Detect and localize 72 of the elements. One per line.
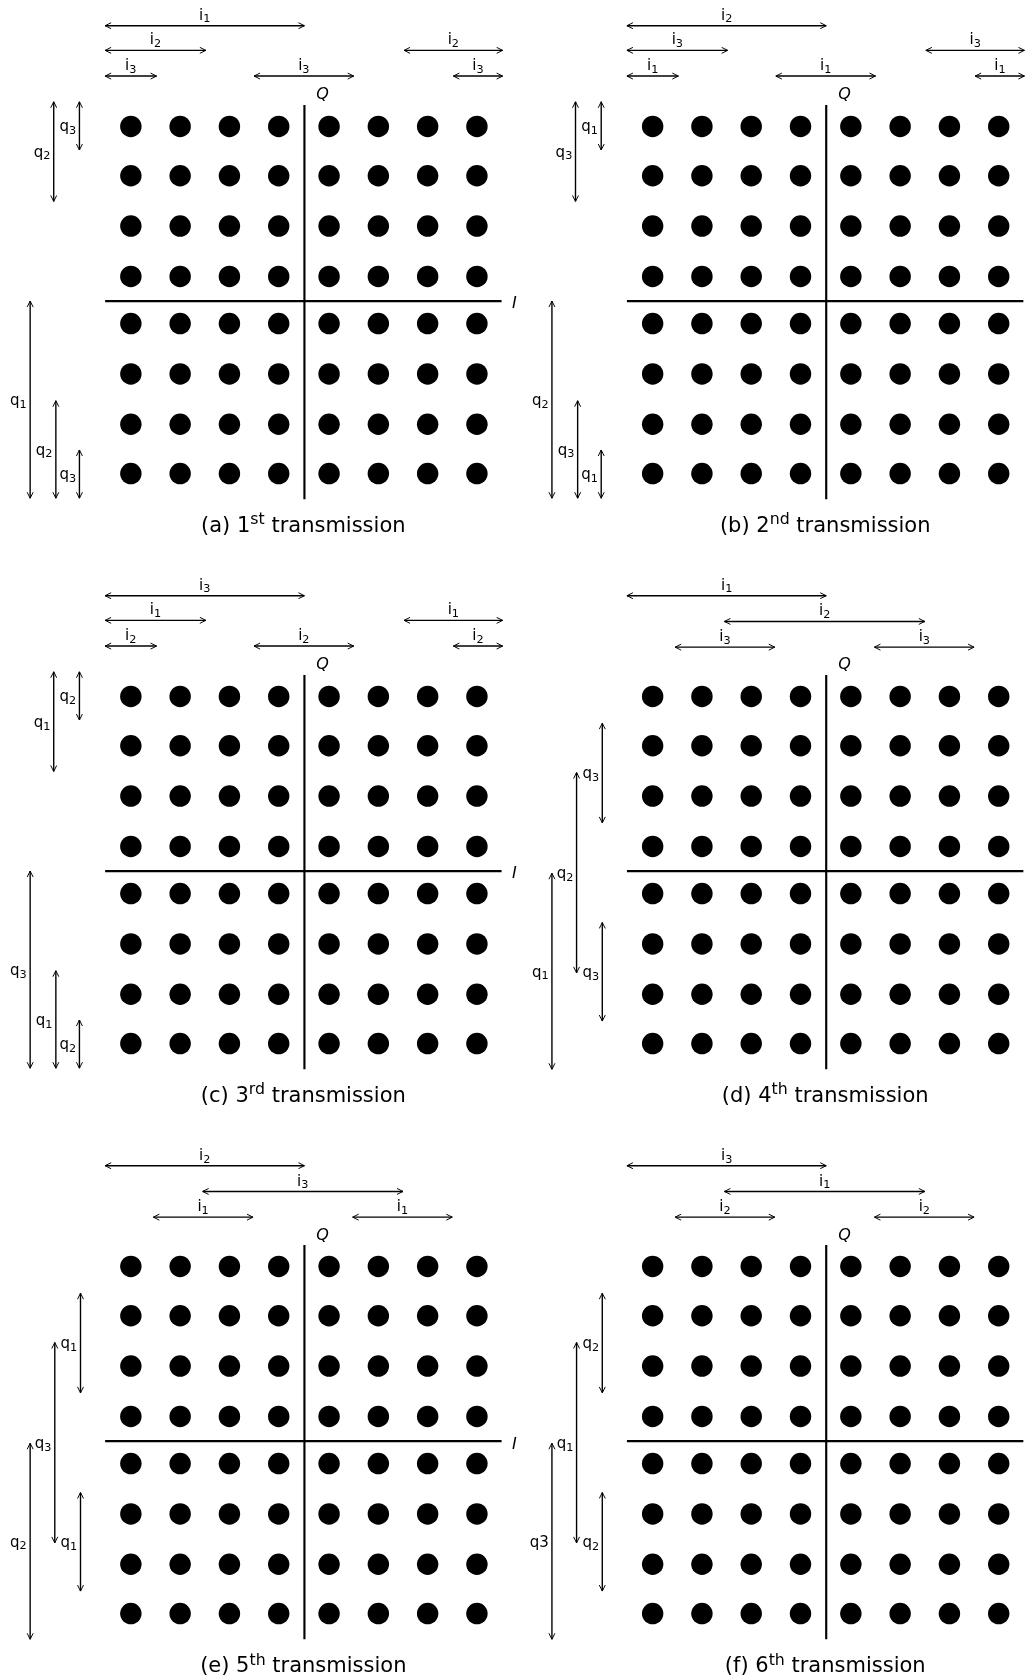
dimension-label: q3 bbox=[529, 1534, 549, 1550]
subfigure-caption: (f) 6$^{th}$ transmission bbox=[724, 1654, 926, 1676]
dimension-label: i$_{2}$ bbox=[819, 603, 831, 619]
dimension-label: i$_{2}$ bbox=[472, 628, 484, 644]
dimension-label: i$_{3}$ bbox=[671, 32, 683, 48]
dimension-label: q$_{2}$ bbox=[10, 1534, 27, 1550]
axis-label: I bbox=[512, 1435, 517, 1452]
dimension-label: i$_{3}$ bbox=[918, 629, 931, 645]
dimension-label: q$_{3}$ bbox=[34, 1435, 52, 1451]
axis-label: I bbox=[512, 865, 517, 882]
dimension-label: q$_{1}$ bbox=[60, 1335, 78, 1351]
dimension-label: i$_{2}$ bbox=[719, 1199, 731, 1215]
axis-label: Q bbox=[316, 1226, 329, 1243]
dimension-label: q$_{2}$ bbox=[582, 1335, 600, 1351]
dimension-label: q$_{3}$ bbox=[555, 144, 573, 160]
dimension-label: i$_{3}$ bbox=[472, 57, 484, 73]
dimension-label: i$_{3}$ bbox=[719, 629, 731, 645]
dimension-label: i$_{3}$ bbox=[969, 32, 981, 48]
subfigure-caption: (e) 5$^{th}$ transmission bbox=[200, 1654, 407, 1676]
dimension-label: q$_{2}$ bbox=[582, 1534, 600, 1550]
dimension-label: q$_{3}$ bbox=[582, 964, 600, 980]
dimension-label: q$_{1}$ bbox=[35, 1012, 53, 1028]
axis-label: Q bbox=[316, 656, 329, 673]
dimension-label: i$_{1}$ bbox=[819, 1173, 831, 1189]
subfigure-caption: (d) 4$^{th}$ transmission bbox=[721, 1084, 929, 1106]
dimension-label: q$_{1}$ bbox=[556, 1435, 574, 1451]
dimension-label: i$_{1}$ bbox=[197, 1199, 209, 1215]
dimension-label: q$_{1}$ bbox=[33, 714, 51, 730]
dimension-label: q$_{1}$ bbox=[581, 466, 598, 482]
dimension-label: q$_{1}$ bbox=[581, 118, 598, 134]
dimension-label: i$_{2}$ bbox=[298, 628, 310, 644]
dimension-label: i$_{3}$ bbox=[720, 1147, 733, 1163]
dimension-label: i$_{2}$ bbox=[447, 32, 459, 48]
dimension-label: q$_{2}$ bbox=[59, 688, 77, 704]
dimension-label: q$_{2}$ bbox=[59, 1036, 77, 1052]
dimension-label: q$_{3}$ bbox=[582, 765, 600, 781]
dimension-label: q$_{2}$ bbox=[33, 144, 51, 160]
dimension-label: q$_{1}$ bbox=[532, 964, 549, 979]
subfigure-caption: (a) 1$^{st}$ transmission bbox=[201, 514, 406, 536]
subfigure-caption: (b) 2$^{nd}$ transmission bbox=[719, 514, 931, 536]
dimension-label: i$_{3}$ bbox=[297, 1173, 309, 1189]
axis-label: Q bbox=[838, 86, 851, 103]
dimension-label: i$_{1}$ bbox=[447, 602, 459, 618]
dimension-label: i$_{3}$ bbox=[199, 577, 211, 593]
axis-label: Q bbox=[316, 86, 329, 103]
dimension-label: q$_{2}$ bbox=[532, 392, 549, 408]
dimension-label: q$_{1}$ bbox=[10, 392, 27, 408]
dimension-label: q$_{3}$ bbox=[59, 466, 77, 482]
dimension-label: i$_{2}$ bbox=[125, 628, 137, 644]
dimension-label: i$_{2}$ bbox=[918, 1199, 931, 1215]
subfigure-caption: (c) 3$^{rd}$ transmission bbox=[200, 1084, 406, 1106]
axis-label: I bbox=[512, 295, 517, 312]
dimension-label: i$_{1}$ bbox=[994, 57, 1006, 73]
dimension-label: i$_{3}$ bbox=[125, 57, 137, 73]
dimension-label: q$_{3}$ bbox=[59, 118, 77, 134]
dimension-label: i$_{1}$ bbox=[149, 602, 162, 618]
dimension-label: q$_{2}$ bbox=[556, 865, 574, 881]
dimension-label: i$_{1}$ bbox=[647, 57, 659, 73]
dimension-label: i$_{2}$ bbox=[720, 7, 733, 23]
dimension-label: q$_{3}$ bbox=[557, 442, 575, 458]
dimension-label: i$_{1}$ bbox=[820, 57, 832, 73]
dimension-label: i$_{1}$ bbox=[199, 7, 211, 23]
dimension-label: q$_{2}$ bbox=[35, 442, 53, 458]
dimension-label: i$_{1}$ bbox=[720, 577, 733, 593]
axis-label: Q bbox=[838, 1226, 851, 1243]
dimension-label: q$_{1}$ bbox=[60, 1534, 78, 1550]
dimension-label: i$_{3}$ bbox=[298, 57, 310, 73]
dimension-label: i$_{1}$ bbox=[396, 1199, 409, 1215]
axis-label: Q bbox=[838, 656, 851, 673]
dimension-label: i$_{2}$ bbox=[199, 1147, 211, 1163]
dimension-label: i$_{2}$ bbox=[149, 32, 162, 48]
dimension-label: q$_{3}$ bbox=[10, 962, 27, 978]
